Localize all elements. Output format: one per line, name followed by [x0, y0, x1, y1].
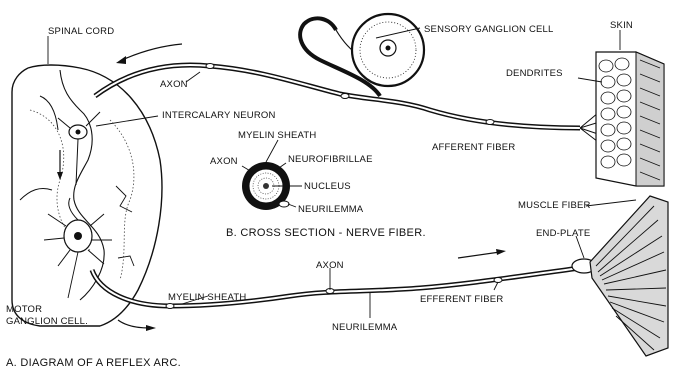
- spinal-cord: [12, 65, 162, 326]
- caption-reflex-arc: A. DIAGRAM OF A REFLEX ARC.: [6, 357, 181, 368]
- label-skin: SKIN: [610, 20, 633, 31]
- label-axon-top: AXON: [160, 79, 188, 90]
- label-myelin-sheath-bottom: MYELIN SHEATH: [168, 292, 246, 303]
- label-neurilemma-bottom: NEURILEMMA: [332, 322, 398, 333]
- label-muscle-fiber: MUSCLE FIBER: [518, 200, 591, 211]
- label-neurofibrillae: NEUROFIBRILLAE: [288, 154, 373, 165]
- label-neurilemma-b: NEURILEMMA: [298, 204, 364, 215]
- label-ganglion-cell: GANGLION CELL.: [6, 316, 88, 327]
- label-motor: MOTOR: [6, 304, 42, 315]
- label-afferent-fiber: AFFERENT FIBER: [432, 142, 515, 153]
- label-nucleus: NUCLEUS: [304, 181, 351, 192]
- label-sensory-ganglion-cell: SENSORY GANGLION CELL: [424, 24, 554, 35]
- label-myelin-sheath-b: MYELIN SHEATH: [238, 130, 316, 141]
- muscle-fiber: [572, 196, 668, 356]
- caption-cross-section: B. CROSS SECTION - NERVE FIBER.: [226, 227, 426, 239]
- label-end-plate: END-PLATE: [536, 228, 590, 239]
- skin-tissue: [596, 52, 664, 186]
- label-spinal-cord: SPINAL CORD: [48, 26, 114, 37]
- label-axon-bottom: AXON: [316, 260, 344, 271]
- sensory-ganglion-cell: [352, 14, 424, 86]
- label-intercalary-neuron: INTERCALARY NEURON: [162, 110, 276, 121]
- label-dendrites: DENDRITES: [506, 68, 563, 79]
- label-efferent-fiber: EFFERENT FIBER: [420, 294, 503, 305]
- label-axon-b: AXON: [210, 156, 238, 167]
